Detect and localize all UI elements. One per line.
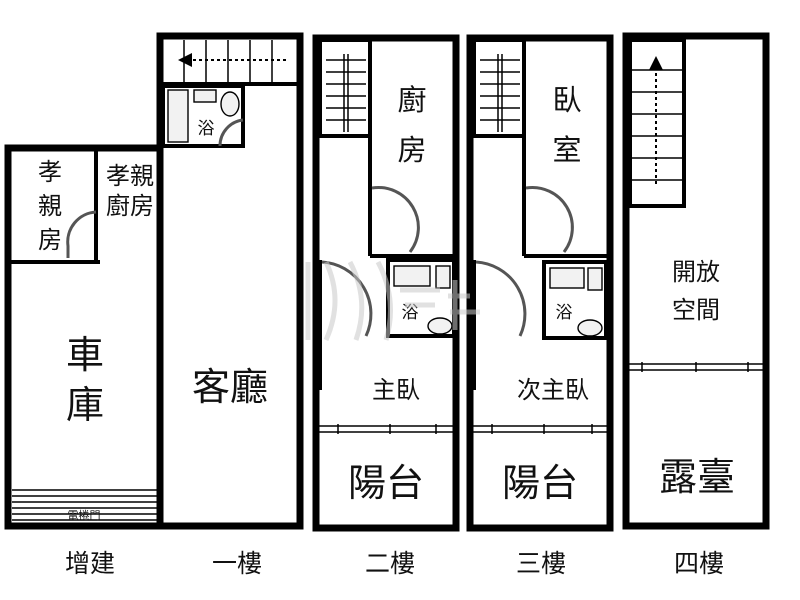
floor3-master-door xyxy=(475,260,527,337)
floor3-bedroom-label-1: 臥 xyxy=(552,83,581,117)
bathtub-icon xyxy=(167,89,189,143)
filial-room-label-1: 孝 xyxy=(38,158,62,186)
floor3-bath-room xyxy=(542,260,608,340)
floor-label-3f: 三樓 xyxy=(516,549,566,578)
floor2-master-label: 主臥 xyxy=(372,376,420,404)
floor3-sliding-door xyxy=(472,424,608,434)
sink-icon xyxy=(435,265,451,289)
floor2-bath-label: 浴 xyxy=(402,303,419,323)
addition-plan: 孝 親 房 孝親 廚房 車 庫 電捲門 xyxy=(4,144,164,530)
floor2-stairs xyxy=(326,54,366,132)
bathtub-icon xyxy=(549,267,585,289)
floor1-plan: 浴 客廳 xyxy=(156,32,304,530)
floor2-master-door xyxy=(321,260,373,337)
stair-arrow-icon xyxy=(649,56,663,70)
filial-kitchen-label-1: 孝親 xyxy=(106,162,154,190)
floor4-open-space-label-1: 開放 xyxy=(672,258,720,286)
sink-icon xyxy=(587,267,603,291)
floor3-second-master-label: 次主臥 xyxy=(517,376,589,404)
floor3-bedroom-label-2: 室 xyxy=(552,133,581,167)
floor1-outline xyxy=(156,32,304,530)
floor3-outline xyxy=(466,34,614,532)
floor2-kitchen-door xyxy=(371,186,420,253)
toilet-icon xyxy=(220,91,240,117)
floor1-bath-room xyxy=(161,84,245,148)
floor1-bath-label: 浴 xyxy=(198,119,215,139)
floor2-kitchen-label-1: 廚 xyxy=(397,83,426,117)
floor4-plan: 開放 空間 露臺 xyxy=(622,32,770,530)
floor-label-1f: 一樓 xyxy=(212,549,262,578)
floor4-stair-box xyxy=(628,38,686,208)
floor3-stairs xyxy=(480,54,520,132)
floor3-plan: 臥 室 浴 次主臥 陽台 xyxy=(466,34,614,532)
watermark-logo xyxy=(305,260,480,342)
garage-label-2: 庫 xyxy=(66,383,104,427)
floor-label-2f: 二樓 xyxy=(365,549,415,578)
floor3-stair-box xyxy=(472,38,526,138)
floor4-outline xyxy=(622,32,770,530)
filial-kitchen-label-2: 廚房 xyxy=(106,192,154,220)
filial-room-door xyxy=(66,210,97,258)
filial-room-label-2: 親 xyxy=(38,192,62,220)
floor1-stairs xyxy=(178,40,286,82)
floor4-terrace-label: 露臺 xyxy=(659,455,735,499)
floor2-sliding-door xyxy=(318,424,454,434)
floor1-bath-door xyxy=(218,118,244,147)
floor-label-4f: 四樓 xyxy=(674,549,724,578)
sink-icon xyxy=(193,89,217,103)
floor4-open-space-label-2: 空間 xyxy=(672,296,720,324)
garage-label-1: 車 xyxy=(66,333,104,377)
rolling-door-strip xyxy=(12,489,157,521)
floor2-stair-box xyxy=(318,38,372,138)
floor3-bath-label: 浴 xyxy=(556,303,573,323)
floor2-plan: 廚 房 浴 主臥 陽台 xyxy=(312,34,460,532)
floor4-sliding-door xyxy=(628,362,764,372)
floor2-balcony-label: 陽台 xyxy=(348,461,424,505)
toilet-icon xyxy=(427,317,453,335)
floor2-kitchen-label-2: 房 xyxy=(397,133,426,167)
living-room-label: 客廳 xyxy=(192,365,268,409)
stair-arrow-icon xyxy=(178,53,192,67)
floor-label-addition: 增建 xyxy=(65,549,115,578)
floor3-balcony-label: 陽台 xyxy=(502,461,578,505)
floor4-stairs xyxy=(632,56,682,184)
filial-room-label-3: 房 xyxy=(38,226,62,254)
rolling-door-label: 電捲門 xyxy=(68,508,101,522)
floor3-bedroom-door xyxy=(525,186,574,253)
toilet-icon xyxy=(577,319,603,337)
bathtub-icon xyxy=(393,265,431,287)
